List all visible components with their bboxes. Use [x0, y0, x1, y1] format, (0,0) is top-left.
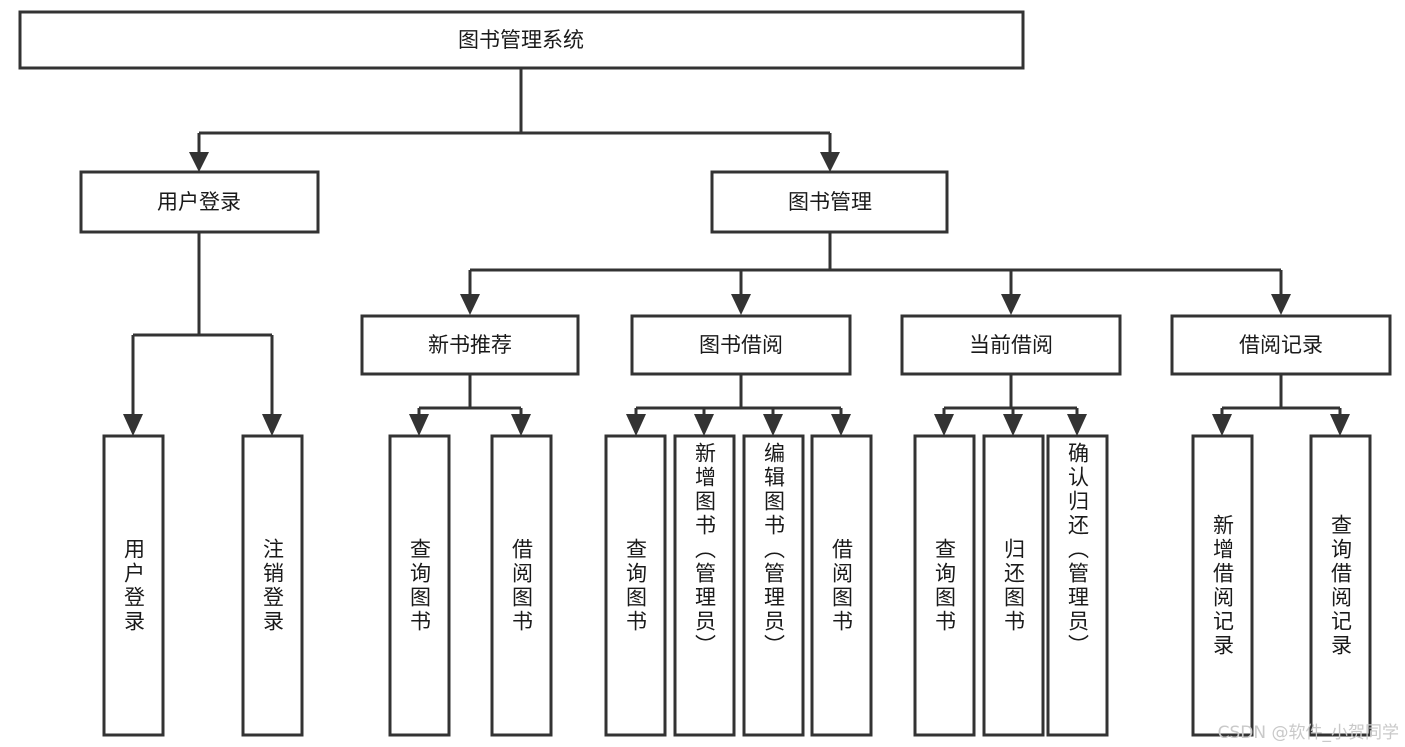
node-borrow-record-label: 借阅记录 — [1239, 333, 1323, 357]
node-leaf-borrow-book-2[interactable]: 借阅图书 — [810, 434, 873, 737]
node-leaf-query-book-2[interactable]: 查询图书 — [604, 434, 667, 737]
arrow-head-leaf-return-book — [1003, 414, 1023, 436]
node-leaf-add-record-box[interactable] — [1191, 434, 1254, 737]
arrow-head-leaf-borrow-book-1 — [511, 414, 531, 436]
node-leaf-query-book-3-label: 查询图书 — [932, 537, 957, 634]
node-leaf-logout-login-box[interactable] — [241, 434, 304, 737]
node-user-login[interactable]: 用户登录 — [79, 170, 320, 234]
node-leaf-user-login-box[interactable] — [102, 434, 165, 737]
node-leaf-query-book-3[interactable]: 查询图书 — [913, 434, 976, 737]
arrow-head-leaf-logout-login — [262, 414, 282, 436]
arrow-head-leaf-edit-book — [763, 414, 783, 436]
node-leaf-query-book-1-box[interactable] — [388, 434, 451, 737]
node-leaf-query-record[interactable]: 查询借阅记录 — [1309, 434, 1372, 737]
node-leaf-query-record-label: 查询借阅记录 — [1328, 513, 1353, 658]
arrow-head-book-borrow — [731, 294, 751, 315]
node-leaf-query-book-2-text-area: 查询图书 — [623, 537, 648, 634]
arrow-head-user-login — [189, 152, 209, 172]
node-leaf-return-book-label: 归还图书 — [1001, 537, 1026, 634]
connector-group — [123, 68, 1350, 436]
node-book-borrow-label: 图书借阅 — [699, 333, 783, 357]
node-leaf-borrow-book-2-text-area: 借阅图书 — [829, 537, 854, 634]
node-leaf-query-book-2-box[interactable] — [604, 434, 667, 737]
node-leaf-edit-book[interactable]: 编辑图书（管理员） — [742, 434, 805, 737]
node-new-book-recommend[interactable]: 新书推荐 — [360, 314, 580, 376]
node-root[interactable]: 图书管理系统 — [18, 10, 1025, 70]
arrow-head-leaf-query-book-3 — [934, 414, 954, 436]
node-leaf-query-book-3-text-area: 查询图书 — [932, 537, 957, 634]
node-current-borrow-box[interactable] — [900, 314, 1122, 376]
arrow-head-current-borrow — [1001, 294, 1021, 315]
node-leaf-edit-book-label: 编辑图书（管理员） — [761, 442, 786, 658]
arrow-head-new-book-recommend — [460, 294, 480, 315]
node-current-borrow-label: 当前借阅 — [969, 333, 1053, 357]
node-leaf-user-login-label: 用户登录 — [121, 537, 146, 634]
node-root-label: 图书管理系统 — [458, 28, 584, 52]
node-leaf-add-book-text-area: 新增图书（管理员） — [692, 442, 717, 658]
node-leaf-add-book-label: 新增图书（管理员） — [692, 442, 717, 658]
arrow-head-leaf-borrow-book-2 — [831, 414, 851, 436]
arrow-head-leaf-query-book-1 — [409, 414, 429, 436]
node-leaf-confirm-return[interactable]: 确认归还（管理员） — [1046, 434, 1109, 737]
node-user-login-box[interactable] — [79, 170, 320, 234]
node-root-box[interactable] — [18, 10, 1025, 70]
node-leaf-add-book-box[interactable] — [673, 434, 736, 737]
node-leaf-borrow-book-1-box[interactable] — [490, 434, 553, 737]
node-leaf-query-book-1-text-area: 查询图书 — [407, 537, 432, 634]
node-book-manage-box[interactable] — [710, 170, 949, 234]
arrow-head-leaf-add-book — [694, 414, 714, 436]
node-leaf-user-login[interactable]: 用户登录 — [102, 434, 165, 737]
node-leaf-user-login-text-area: 用户登录 — [121, 537, 146, 634]
node-leaf-add-record-text-area: 新增借阅记录 — [1210, 513, 1235, 658]
node-leaf-add-record-label: 新增借阅记录 — [1210, 513, 1235, 658]
node-leaf-query-record-box[interactable] — [1309, 434, 1372, 737]
node-leaf-confirm-return-text-area: 确认归还（管理员） — [1065, 442, 1090, 658]
node-leaf-edit-book-box[interactable] — [742, 434, 805, 737]
node-new-book-recommend-box[interactable] — [360, 314, 580, 376]
node-leaf-borrow-book-2-box[interactable] — [810, 434, 873, 737]
node-user-login-label: 用户登录 — [157, 190, 241, 214]
node-leaf-add-book[interactable]: 新增图书（管理员） — [673, 434, 736, 737]
node-current-borrow[interactable]: 当前借阅 — [900, 314, 1122, 376]
node-leaf-return-book[interactable]: 归还图书 — [982, 434, 1045, 737]
node-leaf-return-book-box[interactable] — [982, 434, 1045, 737]
arrow-head-borrow-record — [1271, 294, 1291, 315]
node-leaf-edit-book-text-area: 编辑图书（管理员） — [761, 442, 786, 658]
node-leaf-logout-login[interactable]: 注销登录 — [241, 434, 304, 737]
node-book-borrow[interactable]: 图书借阅 — [630, 314, 852, 376]
arrow-head-leaf-query-record — [1330, 414, 1350, 436]
node-borrow-record-box[interactable] — [1170, 314, 1392, 376]
node-book-manage[interactable]: 图书管理 — [710, 170, 949, 234]
node-leaf-query-book-1[interactable]: 查询图书 — [388, 434, 451, 737]
node-leaf-query-book-2-label: 查询图书 — [623, 537, 648, 634]
node-new-book-recommend-label: 新书推荐 — [428, 333, 512, 357]
node-leaf-logout-login-label: 注销登录 — [260, 537, 285, 634]
node-leaf-query-record-text-area: 查询借阅记录 — [1328, 513, 1353, 658]
node-leaf-logout-login-text-area: 注销登录 — [260, 537, 285, 634]
node-leaf-query-book-3-box[interactable] — [913, 434, 976, 737]
arrow-head-leaf-query-book-2 — [626, 414, 646, 436]
arrow-head-book-manage — [820, 152, 840, 172]
node-leaf-query-book-1-label: 查询图书 — [407, 537, 432, 634]
arrow-head-leaf-confirm-return — [1067, 414, 1087, 436]
node-leaf-borrow-book-1[interactable]: 借阅图书 — [490, 434, 553, 737]
node-leaf-add-record[interactable]: 新增借阅记录 — [1191, 434, 1254, 737]
node-borrow-record[interactable]: 借阅记录 — [1170, 314, 1392, 376]
node-leaf-borrow-book-1-text-area: 借阅图书 — [509, 537, 534, 634]
arrow-head-leaf-user-login — [123, 414, 143, 436]
node-leaf-return-book-text-area: 归还图书 — [1001, 537, 1026, 634]
node-leaf-borrow-book-1-label: 借阅图书 — [509, 537, 534, 634]
node-book-manage-label: 图书管理 — [788, 190, 872, 214]
node-leaf-confirm-return-box[interactable] — [1046, 434, 1109, 737]
node-leaf-borrow-book-2-label: 借阅图书 — [829, 537, 854, 634]
node-book-borrow-box[interactable] — [630, 314, 852, 376]
arrow-head-leaf-add-record — [1212, 414, 1232, 436]
node-leaf-confirm-return-label: 确认归还（管理员） — [1065, 442, 1090, 658]
